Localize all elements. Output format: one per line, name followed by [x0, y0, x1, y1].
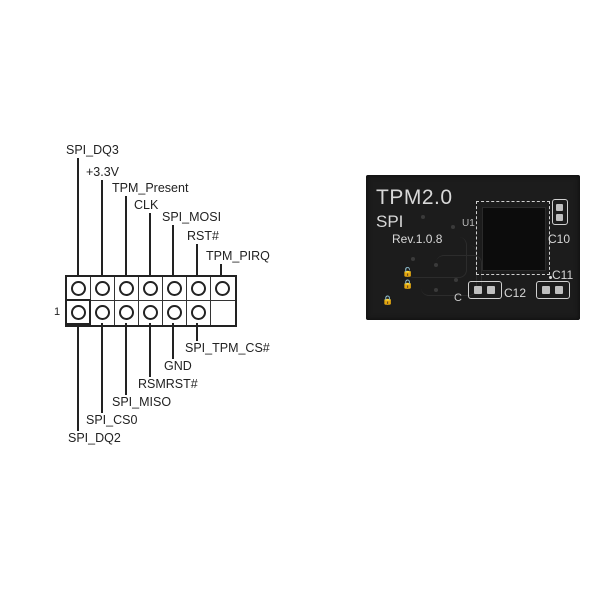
wire-3v3 [101, 180, 103, 275]
pcb-via [421, 215, 425, 219]
cap-pad [542, 286, 550, 294]
wire-rsmrst [149, 323, 151, 377]
label-rsmrst: RSMRST# [138, 377, 198, 391]
pin-circle [70, 280, 86, 296]
label-tpm-present: TPM_Present [112, 181, 189, 195]
pin-circle [166, 304, 182, 320]
pin-circle [94, 304, 110, 320]
pcb-trace [436, 255, 482, 296]
cap-pad [487, 286, 495, 294]
lock-open-icon: 🔓 [402, 267, 414, 277]
chip-ref-label: U1 [462, 218, 475, 229]
wire-spi-tpm-cs [196, 323, 198, 341]
pin-circle [142, 304, 158, 320]
wire-spi-mosi [172, 225, 174, 275]
label-spi-mosi: SPI_MOSI [162, 210, 222, 224]
pin-circle [142, 280, 158, 296]
pin-cell-bottom-6 [187, 301, 211, 325]
label-3v3: +3.3V [86, 165, 120, 179]
c11-label: C11 [552, 268, 574, 282]
chip-footprint-outline [476, 201, 550, 275]
c10-label: C10 [548, 232, 571, 246]
pin1-dot [549, 276, 552, 279]
c12-label: C12 [504, 286, 527, 300]
pcb-via [454, 278, 458, 282]
cap-pad [556, 204, 563, 211]
capacitor-c12 [468, 281, 502, 299]
pin-cell-top-7 [211, 277, 235, 301]
pcb-via [411, 257, 415, 261]
pin-circle [214, 280, 230, 296]
label-spi-miso: SPI_MISO [112, 395, 172, 409]
lock-icon: 🔒 [402, 279, 414, 289]
lock-icon: 🔒 [382, 295, 394, 305]
pin1-label: 1 [54, 306, 61, 318]
pin-cell-top-6 [187, 277, 211, 301]
label-tpm-pirq: TPM_PIRQ [206, 249, 270, 263]
label-spi-cs0: SPI_CS0 [86, 413, 138, 427]
wire-tpm-present [125, 196, 127, 275]
pcb-via [451, 225, 455, 229]
label-clk: CLK [134, 198, 159, 212]
pin-cell-top-5 [163, 277, 187, 301]
label-spi-dq3: SPI_DQ3 [66, 143, 119, 157]
pin-circle [190, 280, 206, 296]
pin-cell-bottom-2 [91, 301, 115, 325]
pin-circle [118, 304, 134, 320]
tpm-module-board: TPM2.0 SPI Rev.1.0.8 U1 🔓 🔒 🔒 C10 C11 C1… [366, 175, 580, 320]
wire-spi-cs0 [101, 323, 103, 413]
pin-circle [70, 304, 86, 320]
pcb-trace [406, 237, 467, 278]
pin-circle [94, 280, 110, 296]
pin-cell-top-1 [67, 277, 91, 301]
module-revision: Rev.1.0.8 [392, 232, 443, 246]
pin-cell-bottom-4 [139, 301, 163, 325]
pin-cell-bottom-empty [211, 301, 235, 325]
cap-pad [474, 286, 482, 294]
pin-circle [118, 280, 134, 296]
label-spi-tpm-cs: SPI_TPM_CS# [185, 341, 270, 355]
cap-pad [556, 214, 563, 221]
wire-spi-dq3 [77, 158, 79, 275]
pcb-via [434, 263, 438, 267]
wire-rst [196, 244, 198, 275]
pin-cell-top-2 [91, 277, 115, 301]
wire-spi-miso [125, 323, 127, 395]
pin-circle [190, 304, 206, 320]
pin-header [65, 275, 237, 327]
pin-circle [166, 280, 182, 296]
wire-gnd [172, 323, 174, 359]
pin-cell-bottom-3 [115, 301, 139, 325]
c1-partial-label: C [454, 292, 462, 304]
wire-clk [149, 213, 151, 275]
wire-spi-dq2 [77, 323, 79, 431]
tpm-chip [482, 207, 546, 271]
capacitor-c10 [552, 199, 568, 225]
pin-cell-bottom-5 [163, 301, 187, 325]
module-title: TPM2.0 [376, 186, 453, 209]
label-spi-dq2: SPI_DQ2 [68, 431, 121, 445]
label-gnd: GND [164, 359, 192, 373]
pin-cell-top-4 [139, 277, 163, 301]
wire-tpm-pirq [220, 264, 222, 275]
module-interface: SPI [376, 212, 404, 231]
pin-cell-top-3 [115, 277, 139, 301]
pin1-marker-box [65, 299, 91, 325]
capacitor-c11 [536, 281, 570, 299]
pcb-via [434, 288, 438, 292]
label-rst: RST# [187, 229, 219, 243]
cap-pad [555, 286, 563, 294]
